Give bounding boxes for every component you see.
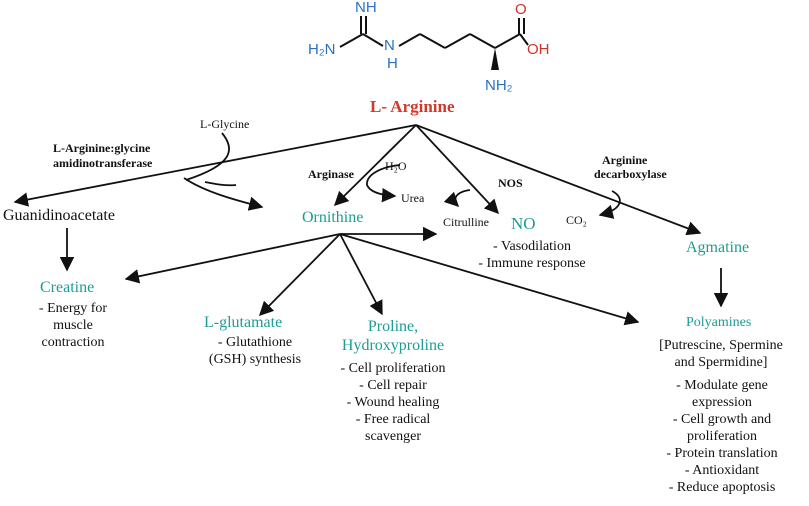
polyamines-effect-item: - Protein translation — [666, 446, 778, 461]
h2o-label: H₂O — [385, 159, 407, 173]
arrow-ornithine-to-creatine — [124, 233, 341, 284]
nh-top-label: NH — [355, 0, 377, 16]
oh-label: OH — [527, 41, 550, 58]
proline-effect-item: - Cell proliferation — [340, 361, 446, 376]
agat-side-product — [204, 181, 237, 187]
polyamines-effect-item: proliferation — [687, 429, 757, 444]
l-glutamate-node: L-glutamate — [204, 314, 283, 331]
arrow-arginine-to-ornithine — [333, 124, 417, 207]
pathway-arrows — [13, 124, 729, 326]
creatine-effect-item: contraction — [41, 335, 105, 350]
arrow-arginine-to-no — [415, 124, 499, 215]
h2n-label: H₂N — [308, 41, 336, 58]
polyamines-node: Polyamines — [686, 315, 752, 330]
arginase-label: Arginase — [308, 167, 354, 181]
decarboxylase-label-line2: decarboxylase — [594, 167, 667, 181]
polyamines-sub-line2: and Spermidine] — [674, 355, 768, 370]
proline-line1: Proline, — [367, 318, 419, 335]
urea-label: Urea — [401, 191, 425, 205]
proline-effect-item: scavenger — [365, 429, 421, 444]
no-effect-item: - Immune response — [478, 256, 586, 271]
arrow-arginine-to-agmatine — [415, 124, 702, 236]
arrow-h2o-urea — [366, 164, 401, 203]
nh2-label: NH₂ — [485, 77, 513, 94]
glycine-label: L-Glycine — [200, 117, 250, 131]
agmatine-node: Agmatine — [686, 239, 750, 256]
arrow-to-ornithine-from-agat — [183, 177, 264, 211]
creatine-node: Creatine — [40, 279, 95, 296]
glutamate-effect-item: (GSH) synthesis — [208, 352, 302, 367]
l-arginine-title: L- Arginine — [370, 97, 455, 116]
proline-line2: Hydroxyproline — [341, 337, 445, 354]
no-node: NO — [511, 214, 536, 233]
polyamines-effect-item: expression — [692, 395, 752, 410]
polyamines-effect-item: - Antioxidant — [684, 463, 760, 478]
creatine-effects: - Energy for muscle contraction — [18, 300, 128, 351]
citrulline-label: Citrulline — [443, 215, 489, 229]
glutamate-effect-item: - Glutathione — [217, 335, 293, 350]
carbonyl-o-label: O — [515, 1, 527, 18]
arginine-structure — [339, 16, 529, 49]
arrow-ornithine-to-proline — [339, 233, 383, 316]
no-effect-item: - Vasodilation — [493, 239, 571, 254]
arrow-ornithine-to-glutamate — [258, 233, 341, 317]
proline-effect-item: - Cell repair — [359, 378, 427, 393]
polyamines-effect-item: - Reduce apoptosis — [668, 480, 776, 495]
arrow-citrulline — [443, 189, 471, 208]
agat-label-line2: amidinotransferase — [53, 156, 153, 170]
proline-effect-item: - Wound healing — [346, 395, 440, 410]
arrow-co2 — [598, 190, 621, 219]
arrow-ornithine-to-polyamines — [339, 233, 640, 326]
proline-node: Proline, Hydroxyproline — [338, 317, 448, 355]
polyamines-subtitle: [Putrescine, Spermine and Spermidine] — [638, 337, 804, 371]
nos-label: NOS — [498, 176, 523, 190]
no-effects: - Vasodilation - Immune response — [447, 238, 617, 272]
proline-effects: - Cell proliferation - Cell repair - Wou… — [320, 360, 466, 445]
arrow-arginine-to-guanidinoacetate — [13, 124, 417, 207]
wedge-bond — [491, 48, 499, 70]
proline-effect-item: - Free radical — [355, 412, 431, 427]
agat-label-line1: L-Arginine:glycine — [53, 141, 151, 155]
glutamate-effects: - Glutathione (GSH) synthesis — [190, 334, 320, 368]
arrow-glycine-feed — [185, 132, 230, 181]
decarboxylase-label-line1: Arginine — [602, 153, 648, 167]
co2-label: CO₂ — [566, 213, 587, 227]
guanidinoacetate-node: Guanidinoacetate — [3, 207, 115, 224]
creatine-effect-item: - Energy for — [38, 301, 108, 316]
polyamines-effect-item: - Cell growth and — [672, 412, 772, 427]
ornithine-node: Ornithine — [302, 209, 364, 226]
n-label: N — [384, 37, 395, 54]
nh-h-label: H — [387, 55, 398, 72]
polyamines-effects: - Modulate gene expression - Cell growth… — [644, 377, 800, 496]
polyamines-sub-line1: [Putrescine, Spermine — [659, 338, 783, 353]
polyamines-effect-item: - Modulate gene — [676, 378, 768, 393]
creatine-effect-item: muscle — [53, 318, 93, 333]
